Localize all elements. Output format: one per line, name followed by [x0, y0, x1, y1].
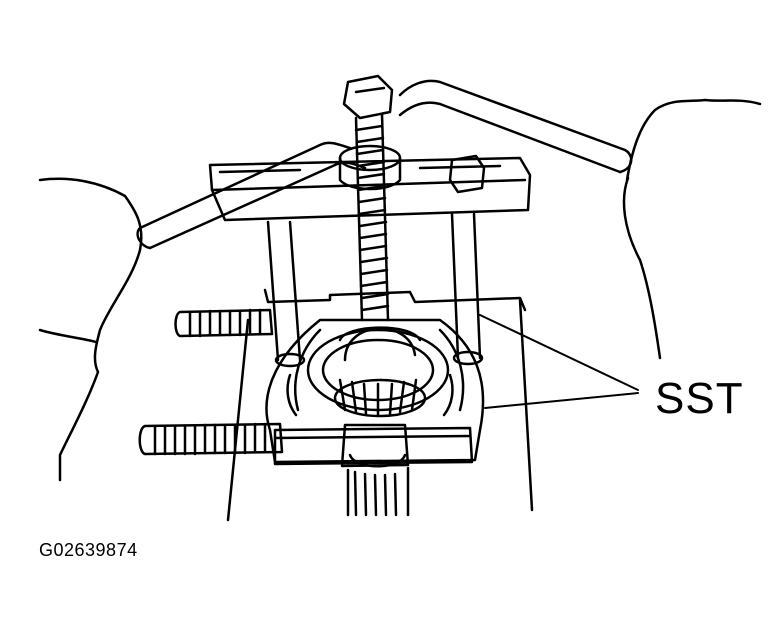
housing: [226, 288, 534, 522]
bearing: [333, 326, 427, 418]
sst-callout-label: SST: [655, 374, 744, 423]
shaft: [346, 466, 410, 517]
side-nut: [448, 154, 486, 194]
center-collar: [338, 144, 402, 191]
clamp-block: [273, 423, 474, 468]
top-nut: [342, 74, 394, 120]
lever-handle: [136, 79, 633, 250]
left-hand: [38, 177, 143, 482]
puller-crossbar: [208, 156, 532, 222]
right-hand: [622, 98, 762, 360]
upper-bolt: [174, 308, 274, 338]
callout-leaders: [479, 314, 639, 409]
lower-bolt: [138, 422, 284, 456]
figure-code: G02639874: [39, 540, 138, 560]
